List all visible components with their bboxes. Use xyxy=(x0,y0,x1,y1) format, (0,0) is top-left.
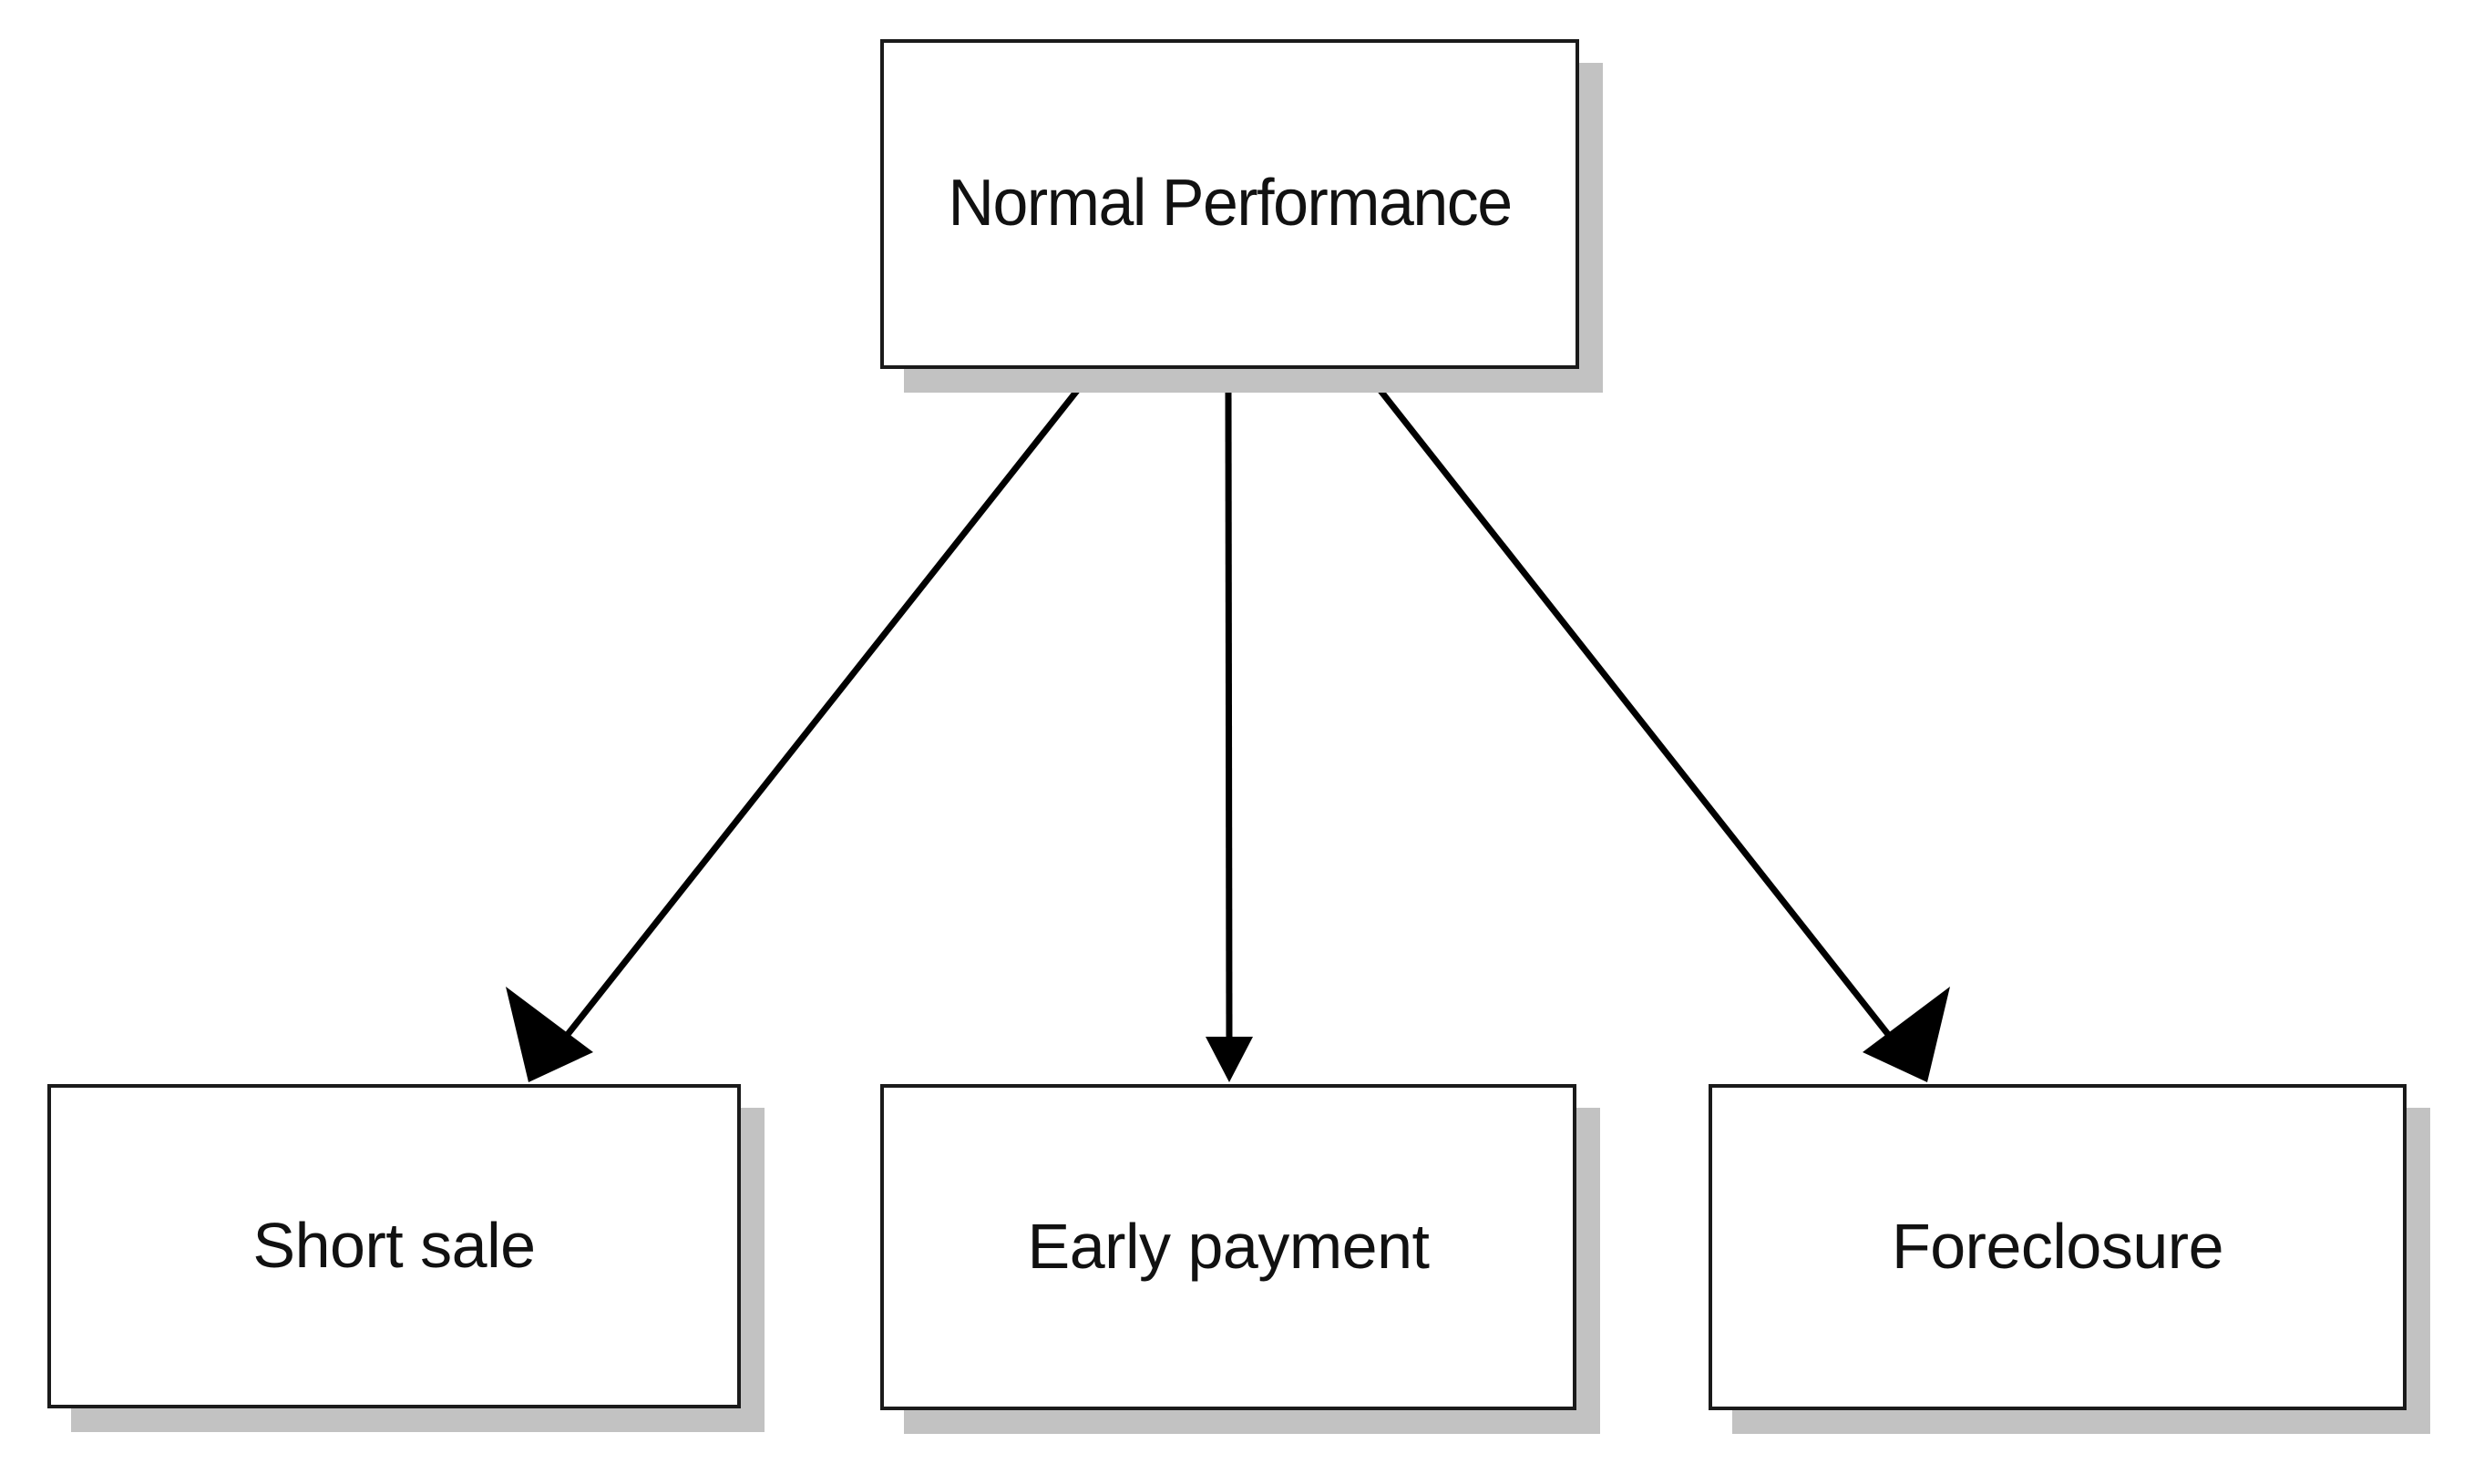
edge-root-to-foreclosure xyxy=(1375,384,1950,1082)
node-short-sale[interactable]: Short sale xyxy=(47,1084,741,1408)
node-foreclosure[interactable]: Foreclosure xyxy=(1709,1084,2407,1410)
node-early-payment[interactable]: Early payment xyxy=(880,1084,1576,1410)
node-label-normal-performance: Normal Performance xyxy=(948,167,1513,241)
node-label-early-payment: Early payment xyxy=(1027,1211,1430,1283)
node-label-short-sale: Short sale xyxy=(252,1210,536,1282)
node-label-foreclosure: Foreclosure xyxy=(1891,1211,2224,1283)
edge-root-to-early-payment xyxy=(1206,386,1253,1082)
edge-root-to-short-sale xyxy=(506,384,1083,1082)
node-normal-performance[interactable]: Normal Performance xyxy=(880,39,1579,369)
